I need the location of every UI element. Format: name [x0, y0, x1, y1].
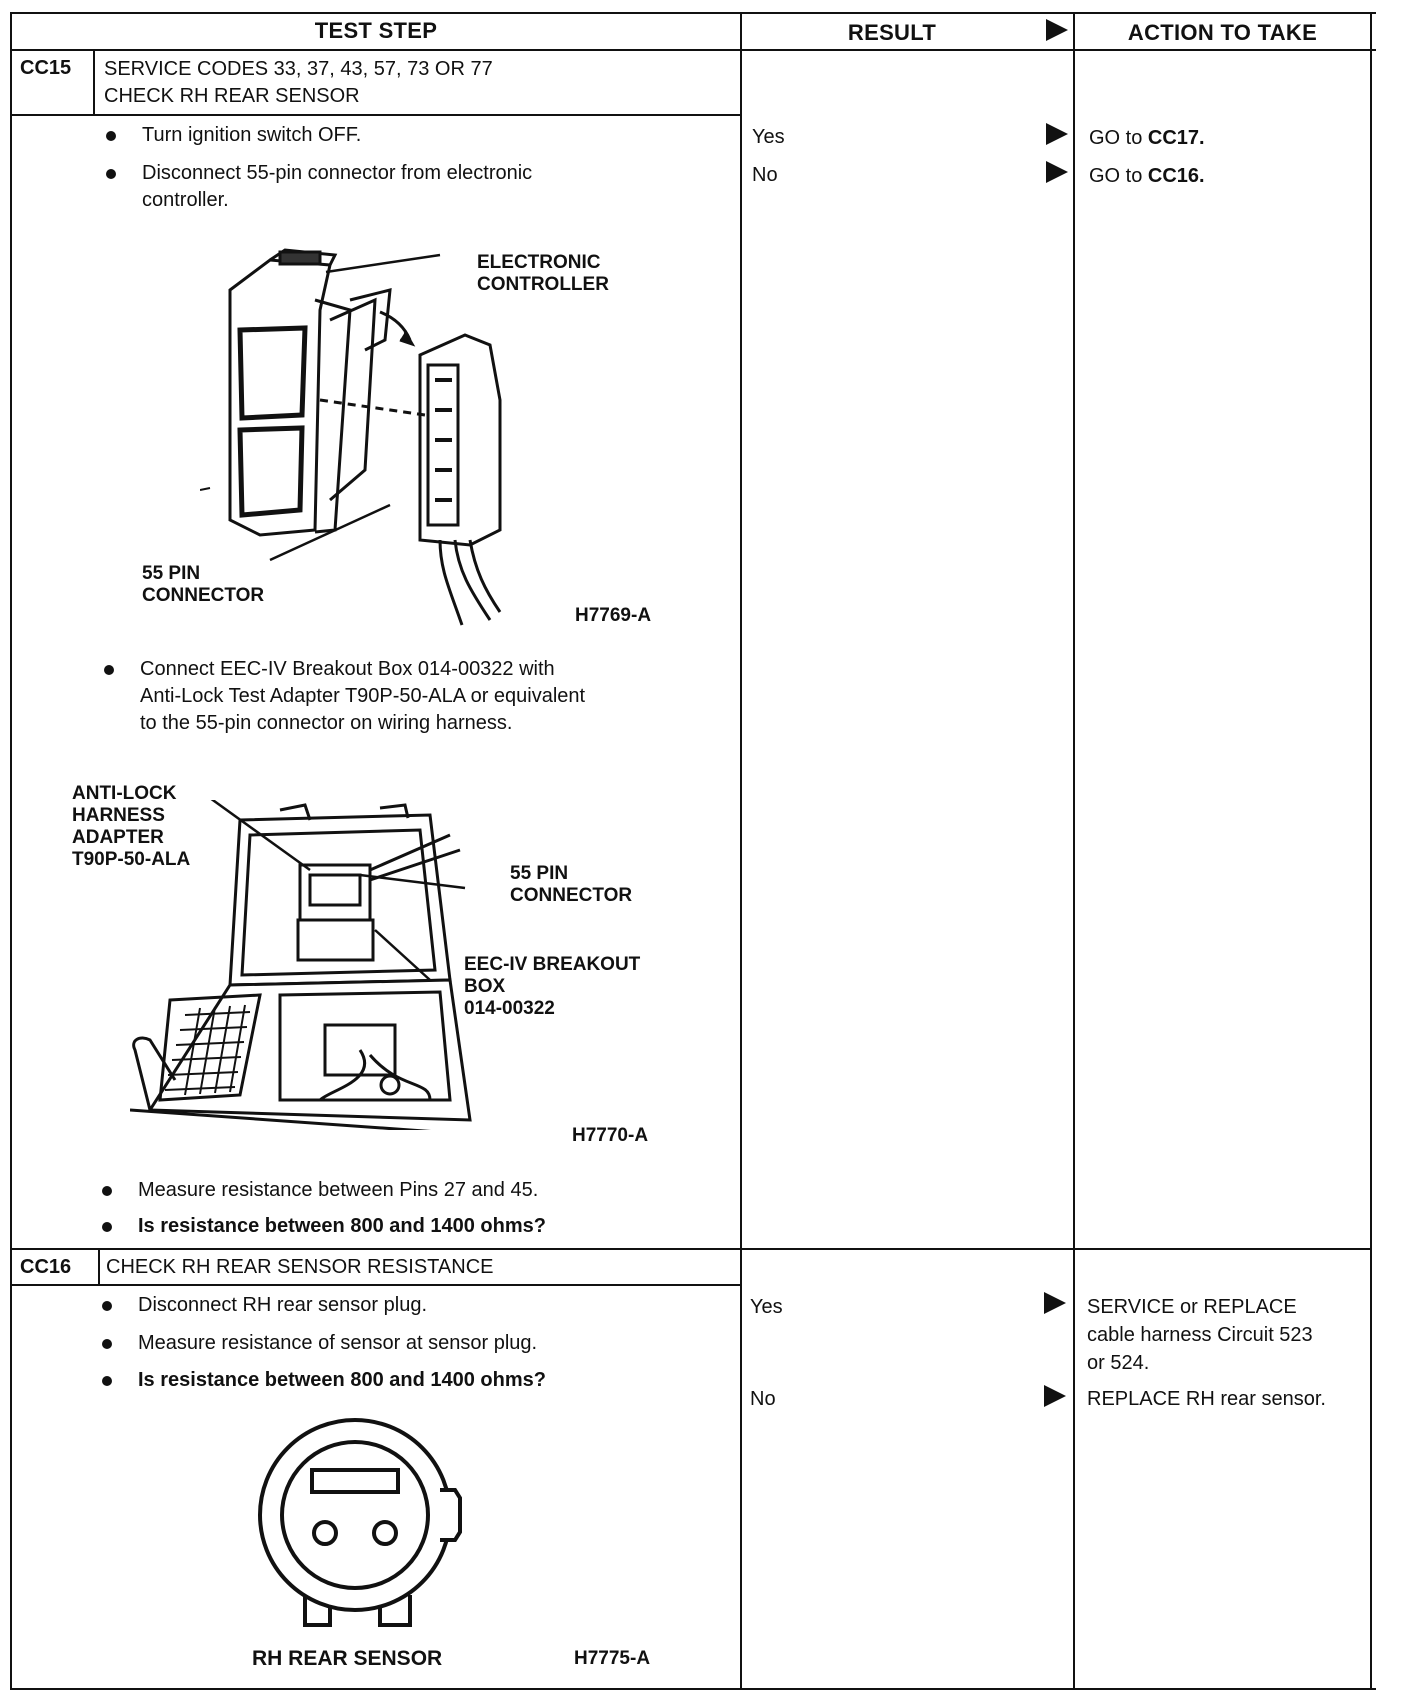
cc15-action-no[interactable]: GO to CC16. [1089, 165, 1205, 187]
fig3-id: H7775-A [574, 1648, 651, 1669]
fig2-label-box-1: EEC-IV BREAKOUT [464, 954, 641, 975]
cc16-action-no: REPLACE RH rear sensor. [1087, 1388, 1326, 1410]
cc15-title-line2: CHECK RH REAR SENSOR [104, 85, 360, 107]
fig1-label-controller-2: CONTROLLER [477, 274, 609, 295]
cc16-section-top [10, 1248, 1372, 1250]
cc15-code-divider [93, 50, 95, 114]
cc15-code: CC15 [20, 57, 72, 79]
fig2-label-adapter-1: ANTI-LOCK [72, 783, 177, 804]
cc15-step-3-cont-1: Anti-Lock Test Adapter T90P-50-ALA or eq… [140, 685, 586, 707]
cc15-result-no: No [752, 164, 778, 186]
col-divider-action [1073, 12, 1075, 1690]
fig2-label-box-2: BOX [464, 976, 506, 997]
cc16-action-yes-1: SERVICE or REPLACE [1087, 1296, 1297, 1318]
rh-rear-sensor-figure [258, 1418, 462, 1627]
cc15-step-1: Turn ignition switch OFF. [106, 122, 361, 149]
electronic-controller-figure [200, 248, 502, 626]
table-bottom-border [10, 1688, 1376, 1690]
cc16-result-no: No [750, 1388, 776, 1410]
cc16-yes-arrow-icon [1044, 1292, 1066, 1314]
cc15-no-arrow-icon [1046, 161, 1068, 183]
fig2-label-adapter-4: T90P-50-ALA [72, 849, 191, 870]
cc16-step-3: Is resistance between 800 and 1400 ohms? [102, 1367, 546, 1394]
cc15-step-3-cont-2: to the 55-pin connector on wiring harnes… [140, 712, 513, 734]
fig1-label-connector-2: CONNECTOR [142, 585, 265, 606]
cc15-step-4: Measure resistance between Pins 27 and 4… [102, 1177, 538, 1204]
fig1-label-connector-1: 55 PIN [142, 563, 201, 584]
cc15-result-yes: Yes [752, 126, 785, 148]
cc16-action-yes-2: cable harness Circuit 523 [1087, 1324, 1313, 1346]
header-result: RESULT [847, 20, 937, 45]
fig3-caption: RH REAR SENSOR [252, 1647, 443, 1670]
cc16-title: CHECK RH REAR SENSOR RESISTANCE [106, 1256, 494, 1278]
header-arrow-icon [1046, 19, 1068, 41]
cc16-step-1: Disconnect RH rear sensor plug. [102, 1292, 427, 1319]
cc16-step-2: Measure resistance of sensor at sensor p… [102, 1330, 537, 1357]
table-right-border [1370, 12, 1372, 1690]
cc15-action-yes[interactable]: GO to CC17. [1089, 127, 1205, 149]
cc15-step-3: Connect EEC-IV Breakout Box 014-00322 wi… [104, 656, 555, 683]
header-action: ACTION TO TAKE [1127, 20, 1318, 45]
cc15-step-5: Is resistance between 800 and 1400 ohms? [102, 1213, 546, 1240]
cc15-title-bottom [10, 114, 740, 116]
cc15-step-2-cont: controller. [142, 189, 229, 211]
header-bottom-border [10, 49, 1376, 51]
breakout-box-figure [130, 800, 472, 1130]
cc15-title-line1: SERVICE CODES 33, 37, 43, 57, 73 OR 77 [104, 58, 493, 80]
fig2-label-connector-1: 55 PIN [510, 863, 569, 884]
cc15-step-2: Disconnect 55-pin connector from electro… [106, 160, 532, 187]
fig2-label-adapter-2: HARNESS [72, 805, 165, 826]
table-left-border [10, 12, 12, 1690]
cc16-title-bottom [10, 1284, 740, 1286]
cc15-yes-arrow-icon [1046, 123, 1068, 145]
cc16-result-yes: Yes [750, 1296, 783, 1318]
fig2-label-connector-2: CONNECTOR [510, 885, 633, 906]
fig1-id: H7769-A [575, 605, 652, 626]
header-test-step: TEST STEP [314, 18, 438, 43]
fig2-label-adapter-3: ADAPTER [72, 827, 164, 848]
fig2-label-box-3: 014-00322 [464, 998, 555, 1019]
fig2-id: H7770-A [572, 1125, 649, 1146]
fig1-label-controller-1: ELECTRONIC [477, 252, 601, 273]
cc16-code-divider [98, 1249, 100, 1284]
cc16-code: CC16 [20, 1256, 72, 1278]
cc16-no-arrow-icon [1044, 1385, 1066, 1407]
col-divider-result [740, 12, 742, 1690]
table-top-border [10, 12, 1376, 14]
cc16-action-yes-3: or 524. [1087, 1352, 1150, 1374]
